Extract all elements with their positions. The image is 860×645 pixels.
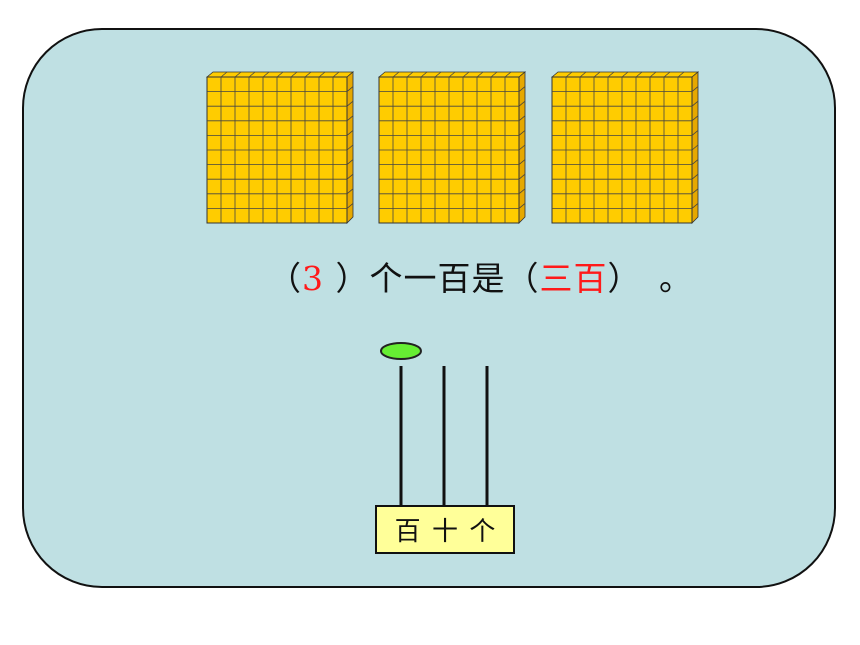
sentence-middle: 个一百是（	[369, 259, 540, 298]
fill-in-sentence: （3 ）个一百是（三百） 。	[268, 252, 693, 300]
place-value-labels: 百 十 个	[375, 505, 515, 554]
hundred-flat-block-1	[206, 71, 354, 224]
label-hundreds: 百	[394, 517, 421, 547]
close-paren-2: ）	[607, 259, 625, 298]
block-grid-lines	[379, 71, 526, 223]
bead-hundreds-1	[380, 342, 422, 360]
label-tens: 十	[431, 517, 458, 547]
name-answer: 三百	[539, 259, 608, 298]
close-paren: ）	[324, 259, 370, 298]
open-paren: （	[268, 259, 302, 298]
label-ones: 个	[469, 517, 496, 547]
block-grid-lines	[207, 71, 354, 223]
count-answer: 3	[302, 259, 324, 298]
abacus-beads	[380, 342, 422, 360]
hundred-flat-block-2	[378, 71, 526, 224]
hundred-flat-block-3	[551, 71, 699, 224]
sentence-end: 。	[625, 259, 693, 298]
block-grid-lines	[552, 71, 699, 223]
